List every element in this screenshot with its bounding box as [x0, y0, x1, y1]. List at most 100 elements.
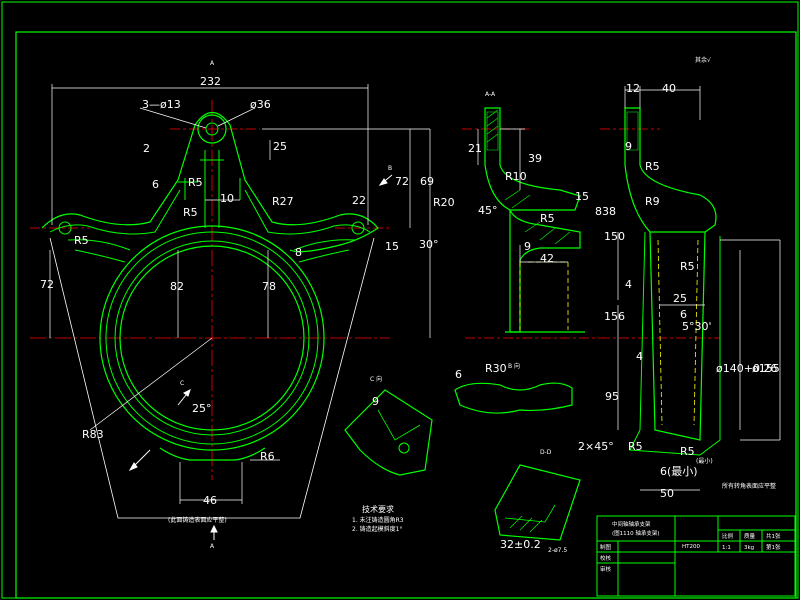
dim-72-left: 72	[40, 278, 54, 291]
label-c: C	[180, 380, 184, 387]
notes-line-2: 2. 铸造起模斜度1°	[352, 525, 402, 533]
dim-82: 82	[170, 280, 184, 293]
title-row-1: 制图	[600, 543, 612, 551]
surface-note: 所有转角表面应平整	[722, 482, 776, 490]
section-dd: D-D 32±0.2 2-ø7.5	[494, 449, 581, 554]
top-boss-outer	[197, 114, 227, 144]
side-hatch-top	[626, 111, 639, 151]
side-hidden	[657, 239, 699, 426]
dim-r5-mid: R5	[183, 206, 198, 219]
side-dim-95: 95	[605, 390, 619, 403]
side-dim-4: 4	[625, 278, 632, 291]
side-body	[649, 231, 706, 441]
side-dim-9: 9	[625, 140, 632, 153]
title-col-label-2: 质量	[744, 532, 756, 540]
inner-border	[15, 31, 797, 599]
view-c-label: C 向	[370, 375, 382, 383]
view-b-dim-6: 6	[455, 368, 462, 381]
view-c-inner	[377, 409, 421, 441]
dim-r83: R83	[82, 428, 104, 441]
arm-right	[293, 239, 357, 263]
side-dim-r5-out: R5	[628, 440, 643, 453]
side-dim-r9: R9	[645, 195, 660, 208]
aa-hatch-1	[486, 111, 499, 151]
view-arrows	[128, 174, 393, 540]
view-b-dim-r30: R30	[485, 362, 507, 375]
aa-dim-r10: R10	[505, 170, 527, 183]
side-dim-2x45: 2×45°	[578, 440, 614, 453]
side-dim-530: 5°30'	[682, 320, 712, 333]
side-top-profile	[624, 107, 717, 233]
aa-hidden	[519, 261, 569, 330]
aa-hatching	[486, 109, 571, 245]
dim-r5-top: R5	[188, 176, 203, 189]
side-dim-4b: 4	[636, 350, 643, 363]
aa-dim-9: 9	[524, 240, 531, 253]
dim-r27: R27	[272, 195, 294, 208]
dim-22: 22	[352, 194, 366, 207]
title-row-2: 校核	[600, 554, 612, 562]
label-b: B	[388, 165, 392, 172]
aa-dim-42: 42	[540, 252, 554, 265]
flange-inner	[49, 189, 371, 235]
dd-dim-2-75: 2-ø7.5	[548, 547, 567, 554]
label-a-top: A	[210, 60, 215, 67]
title-part-name: 中间轴轴承支架	[612, 520, 651, 528]
dim-10: 10	[220, 192, 234, 205]
dim-boss-dia: ø36	[250, 98, 271, 111]
roughness-symbol: 其余√	[695, 56, 711, 64]
aa-dim-838: 838	[595, 205, 616, 218]
bore-circle-2	[114, 240, 310, 436]
view-c: C 向 9	[344, 375, 433, 476]
side-dim-156: 156	[604, 310, 625, 323]
side-dim-12: 12	[626, 82, 640, 95]
aa-dim-r20: R20	[433, 196, 455, 209]
aa-dim-15: 15	[575, 190, 589, 203]
side-dim-r5-top: R5	[645, 160, 660, 173]
title-val-3: 第1张	[766, 543, 781, 551]
technical-notes: 技术要求 1. 未注铸造圆角R3 2. 铸造起模斜度1°	[352, 504, 404, 533]
side-body-outer	[629, 231, 721, 456]
front-view: 232 3—ø13 ø36 2 25 72 69 6 R5 10 R5 R27 …	[30, 60, 439, 550]
dim-46: 46	[203, 494, 217, 507]
side-dim-r5-outer: R5	[680, 445, 695, 458]
bottom-foot	[159, 447, 266, 461]
side-dim-lines	[617, 86, 781, 491]
dim-8: 8	[295, 246, 302, 259]
aa-dim-lines	[477, 128, 568, 263]
envelope-trapezoid	[49, 237, 375, 519]
dim-25: 25	[273, 140, 287, 153]
title-part-sub: (图1110 轴承支架)	[612, 529, 660, 537]
dim-15: 15	[385, 240, 399, 253]
title-col-label-1: 比例	[722, 532, 734, 540]
view-b: B 向 6 R30	[454, 362, 573, 414]
aa-lower-body	[509, 209, 581, 333]
side-dim-25: 25	[673, 292, 687, 305]
label-a-bottom: A	[210, 543, 215, 550]
front-bottom-note: (此面铸造表面应平整)	[168, 516, 227, 524]
view-c-dim-9: 9	[372, 395, 379, 408]
title-val-1: 1:1	[722, 545, 731, 551]
view-b-outline	[454, 382, 573, 414]
dd-outline	[494, 464, 581, 541]
dim-r5-left: R5	[74, 234, 89, 247]
dd-dim-32: 32±0.2	[500, 538, 541, 551]
dd-inner	[504, 504, 556, 523]
side-dim-6: 6	[680, 308, 687, 321]
side-dim-6min: 6(最小)	[660, 465, 698, 478]
side-dim-50: 50	[660, 487, 674, 500]
title-col-label-3: 共1张	[766, 532, 781, 540]
section-aa-label: A-A	[485, 91, 496, 98]
aa-dim-21: 21	[468, 142, 482, 155]
flange-outline	[41, 111, 379, 253]
side-view: 12 40 9 R5 R9 150 4 25 R5 6 5°30' 156 ø1…	[578, 56, 781, 500]
title-material: HT200	[682, 544, 700, 550]
view-c-hole	[398, 442, 410, 454]
dim-30: 30°	[419, 238, 439, 251]
side-dim-150: 150	[604, 230, 625, 243]
rib-center	[200, 150, 224, 228]
side-dim-r5-mid: R5	[680, 260, 695, 273]
aa-dim-r5: R5	[540, 212, 555, 225]
top-boss-hole	[205, 122, 219, 136]
